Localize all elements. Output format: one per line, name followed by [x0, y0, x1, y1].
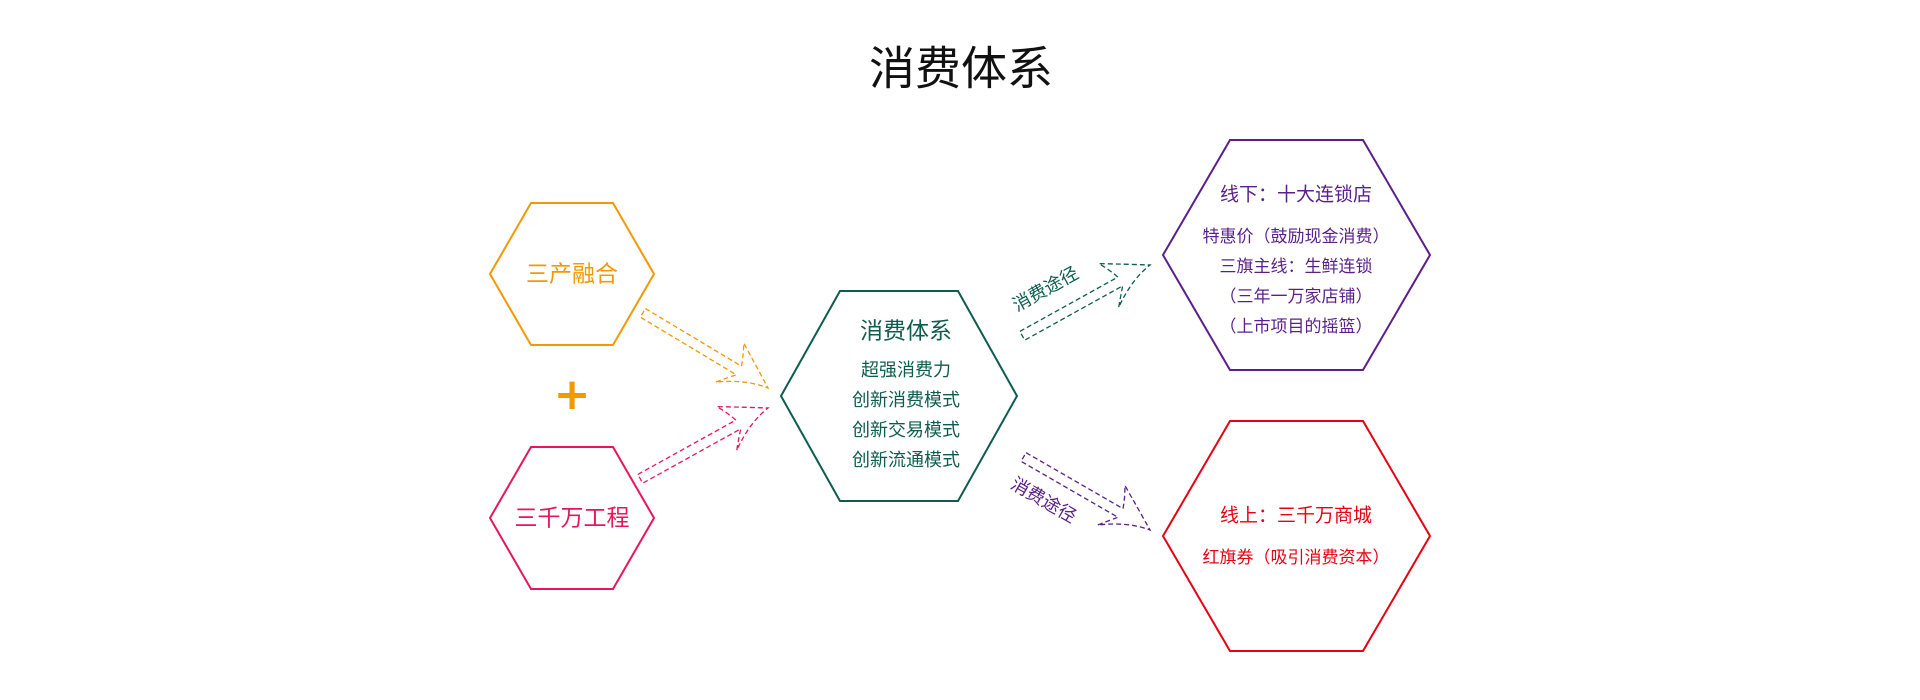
node-label: 三产融合: [526, 262, 618, 288]
node-line: 超强消费力: [861, 360, 951, 381]
node-label: 三千万工程: [515, 506, 630, 532]
arrow-right-icon: [627, 384, 780, 499]
path-label: 消费途径: [1007, 473, 1080, 527]
node-line: （三年一万家店铺）: [1220, 287, 1373, 307]
node-line: 创新流通模式: [852, 450, 960, 471]
node-offline-stores: 线下：十大连锁店 特惠价（鼓励现金消费） 三旗主线：生鲜连锁 （三年一万家店铺）…: [1161, 139, 1432, 371]
node-line: 三旗主线：生鲜连锁: [1220, 257, 1373, 277]
node-three-industries: 三产融合: [488, 202, 656, 346]
node-line: 创新交易模式: [852, 420, 960, 441]
node-consumption-system: 消费体系 超强消费力 创新消费模式 创新交易模式 创新流通模式: [779, 290, 1019, 502]
node-online-mall: 线上：三千万商城 红旗券（吸引消费资本）: [1161, 420, 1432, 652]
node-line: （上市项目的摇篮）: [1220, 317, 1373, 337]
page-title: 消费体系: [869, 42, 1053, 96]
node-title: 线下：十大连锁店: [1220, 184, 1372, 206]
path-label: 消费途径: [1009, 263, 1082, 316]
plus-icon: +: [554, 369, 591, 420]
node-line: 创新消费模式: [852, 390, 960, 411]
arrow-right-icon: [630, 289, 783, 408]
node-thirty-million-project: 三千万工程: [488, 446, 656, 590]
node-title: 消费体系: [860, 319, 952, 345]
node-line: 红旗券（吸引消费资本）: [1203, 548, 1390, 568]
node-line: 特惠价（鼓励现金消费）: [1203, 227, 1390, 247]
node-title: 线上：三千万商城: [1220, 505, 1372, 527]
